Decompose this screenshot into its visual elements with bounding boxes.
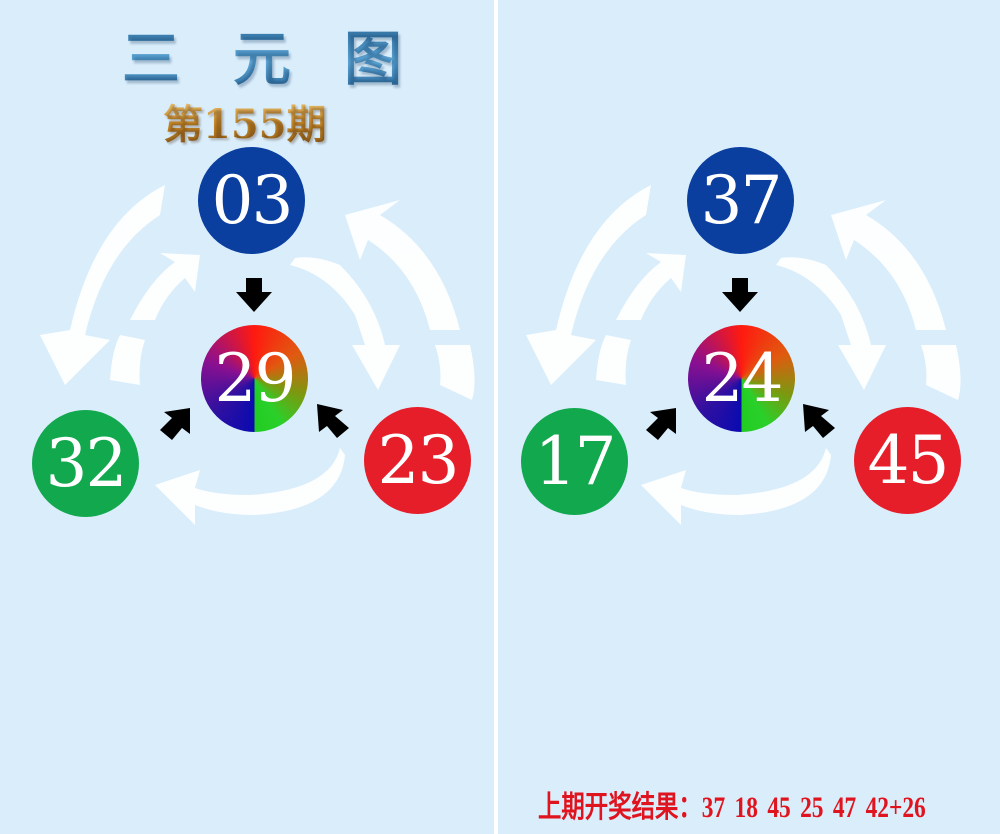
result-label: 上期开奖结果： bbox=[538, 791, 702, 824]
issue-number: 第155期 bbox=[163, 92, 327, 150]
title-char: 图 bbox=[343, 25, 402, 93]
right-number-ball: 45 bbox=[854, 407, 961, 514]
result-number: 42+26 bbox=[865, 791, 926, 824]
right-number-ball: 23 bbox=[364, 407, 471, 514]
result-number: 18 bbox=[734, 791, 758, 824]
cycle-arrows-icon bbox=[40, 185, 475, 525]
page-title: 三 元 图 bbox=[122, 12, 402, 96]
center-number-ball: 29 bbox=[201, 325, 308, 432]
center-number-ball: 24 bbox=[688, 325, 795, 432]
result-number: 25 bbox=[800, 791, 824, 824]
panel-divider bbox=[494, 0, 498, 834]
cycle-arrows-icon bbox=[526, 185, 961, 525]
left-number-ball: 32 bbox=[32, 410, 139, 517]
result-number: 37 bbox=[701, 791, 726, 824]
result-number: 45 bbox=[767, 791, 791, 824]
top-number-ball: 03 bbox=[198, 147, 305, 254]
top-number-ball: 37 bbox=[687, 147, 794, 254]
left-panel: 三 元 图 第155期 03 29 32 23 bbox=[0, 0, 494, 834]
left-number-ball: 17 bbox=[521, 408, 628, 515]
right-panel: 37 24 17 45 bbox=[498, 0, 1000, 834]
result-number: 47 bbox=[832, 791, 857, 824]
title-char: 三 bbox=[122, 25, 181, 93]
title-char: 元 bbox=[232, 25, 291, 93]
